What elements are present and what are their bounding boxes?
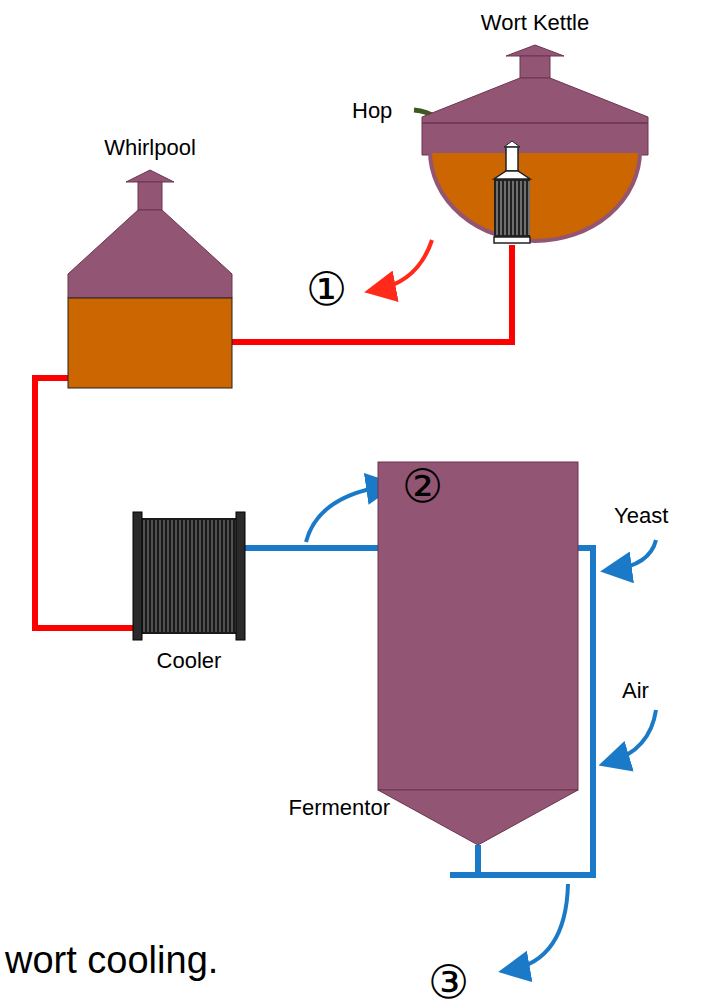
vessel-label: Whirlpool (104, 135, 196, 160)
callout-number: ③ (428, 957, 469, 1008)
wort-kettle: Wort Kettle (420, 45, 650, 245)
wort-cooler-shape (133, 512, 245, 640)
air-arrow (610, 710, 656, 762)
callout-arrow (510, 884, 568, 970)
wort-kettle-shape (420, 45, 650, 245)
vessel-label: Wort Kettle (481, 10, 589, 35)
callout-number: ② (402, 461, 443, 512)
vessel-label: Cooler (157, 648, 222, 673)
caption-text: wort cooling. (5, 940, 218, 982)
input-label: Yeast (614, 504, 668, 528)
input-label: Air (622, 679, 649, 703)
fermentor-tank-shape (378, 462, 578, 845)
wort-cooler: Cooler (133, 512, 245, 640)
callout-number: ① (306, 264, 347, 315)
pipe-connector (232, 245, 512, 342)
fermentor-tank: Fermentor (378, 462, 578, 845)
input-label: Hop (352, 99, 392, 123)
whirlpool-vessel: Whirlpool (68, 170, 232, 388)
whirlpool-vessel-shape (68, 170, 232, 388)
callout-arrow (376, 240, 432, 290)
vessel-label: Fermentor (289, 795, 390, 820)
pipe-connector (35, 378, 133, 628)
callout-arrow (306, 486, 386, 542)
yeast-arrow (612, 540, 656, 570)
